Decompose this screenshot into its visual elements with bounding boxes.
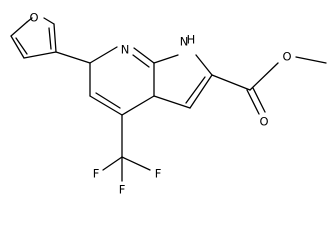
bond-n1-c2 <box>195 54 213 76</box>
molecule-drawing: O N H N O O F F F <box>10 11 327 197</box>
bond-c5-o-furan <box>43 17 55 25</box>
bond-c2-carbonyl <box>211 74 251 91</box>
atom-label-furan-oxygen: O <box>29 11 38 25</box>
bond-furan-pyridine <box>55 51 91 64</box>
atom-label-ester-carbonyl-oxygen: O <box>259 115 268 129</box>
bond-c6-n7 <box>89 46 118 64</box>
bond-c3-c4-furan <box>23 51 57 59</box>
bond-carbonyl-ether-o <box>249 62 279 91</box>
trifluoromethyl-group <box>102 114 151 182</box>
bond-o-c2-furan <box>10 21 28 37</box>
atom-label-fluorine-left: F <box>93 167 100 181</box>
furan-ring <box>10 17 57 59</box>
bond-c3-c3-inner-furan <box>15 37 28 55</box>
atom-label-pyridine-nitrogen: N <box>121 43 130 57</box>
bond-c7a-n1 <box>153 54 179 64</box>
bond-c3a-c4 <box>121 95 155 116</box>
bond-c4-c5-inner-furan <box>48 27 52 50</box>
bond-o-c2-furan-top <box>26 17 33 23</box>
bond-n7-c7a-inner <box>132 54 150 68</box>
atom-label-pyrrole-n: N <box>180 35 189 49</box>
pyridine-ring <box>89 46 155 116</box>
bond-c4-c5-furan <box>53 23 57 53</box>
bond-c4-c5 <box>89 95 123 116</box>
bond-c2-c3-inner <box>185 76 206 104</box>
atom-labels: O N H N O O F F F <box>29 11 291 197</box>
bond-cf3-f-right <box>121 156 151 171</box>
bond-c2-c3 <box>189 74 213 109</box>
bond-ether-o-methyl <box>295 56 327 64</box>
bond-c2-c3-furan <box>10 35 25 59</box>
bond-c4-c5-inner <box>95 92 121 109</box>
atom-label-ester-ether-oxygen: O <box>282 50 291 64</box>
bond-n7-c7a <box>133 47 155 64</box>
bond-c3-c3a <box>153 95 191 109</box>
bond-cf3-f-left <box>102 156 123 171</box>
atom-label-fluorine-bottom: F <box>119 183 126 197</box>
bond-carbonyl-o-double-2 <box>252 87 266 113</box>
pyrrole-ring <box>153 54 213 109</box>
atom-label-pyrrole-h: H <box>187 33 196 47</box>
atom-label-fluorine-right: F <box>155 167 162 181</box>
bond-carbonyl-o-double-1 <box>246 89 260 115</box>
methyl-ester-group <box>211 56 327 115</box>
chemical-structure-diagram: O N H N O O F F F <box>10 11 327 197</box>
